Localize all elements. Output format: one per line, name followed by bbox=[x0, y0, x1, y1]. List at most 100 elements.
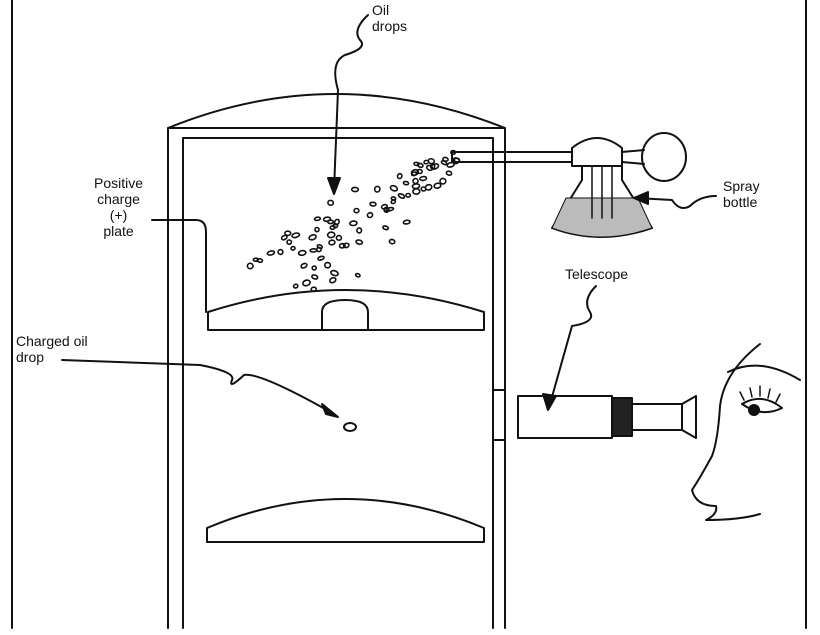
oil-drop bbox=[310, 286, 317, 293]
oil-drop bbox=[389, 184, 399, 192]
oil-drop bbox=[382, 225, 390, 231]
positive-plate-leader bbox=[151, 219, 207, 313]
oil-drop bbox=[308, 233, 317, 241]
observer-pupil bbox=[748, 404, 760, 416]
oil-drop bbox=[356, 227, 363, 234]
telescope-leader bbox=[549, 285, 597, 405]
spray-bottle-cap bbox=[571, 137, 623, 167]
oil-drop bbox=[419, 175, 428, 182]
oil-drop bbox=[328, 239, 336, 246]
oil-drop bbox=[369, 201, 377, 207]
telescope-eyepiece-tube bbox=[631, 403, 683, 431]
oil-drop bbox=[266, 250, 276, 256]
oil-drop bbox=[354, 272, 361, 278]
oil-drop bbox=[311, 274, 319, 280]
plate-hole bbox=[321, 299, 369, 331]
chamber-inner-wall bbox=[182, 137, 494, 629]
spray-bottle-label: Spray bottle bbox=[723, 178, 760, 210]
oil-drop bbox=[297, 249, 307, 257]
telescope-band bbox=[611, 397, 633, 437]
oil-drop bbox=[410, 171, 418, 177]
charged-oil-drop bbox=[343, 422, 357, 432]
oil-drop bbox=[338, 242, 346, 249]
oil-drop bbox=[309, 247, 318, 253]
spray-nozzle bbox=[451, 151, 573, 163]
oil-drops-label: Oil drops bbox=[372, 2, 408, 34]
oil-drops-cloud bbox=[246, 149, 461, 293]
oil-drop bbox=[291, 232, 301, 239]
oil-drop bbox=[326, 231, 336, 239]
oil-drop bbox=[311, 265, 317, 271]
oil-drops-leader bbox=[333, 14, 369, 191]
oil-drop bbox=[256, 257, 264, 264]
oil-drop bbox=[442, 156, 449, 162]
oil-drop bbox=[402, 219, 411, 225]
oil-drop bbox=[324, 261, 332, 269]
oil-drop bbox=[327, 199, 335, 207]
charged-oil-drop-label: Charged oil drop bbox=[16, 333, 88, 365]
oil-drop bbox=[355, 239, 364, 245]
telescope-tube bbox=[517, 395, 613, 439]
oil-drop bbox=[350, 186, 360, 193]
oil-drop bbox=[327, 219, 335, 225]
oil-drop bbox=[450, 149, 457, 156]
oil-drop bbox=[252, 257, 260, 263]
telescope-window bbox=[492, 389, 506, 441]
oil-drop bbox=[424, 183, 433, 191]
oil-drop bbox=[317, 255, 325, 261]
oil-drop bbox=[332, 223, 339, 229]
oil-drop bbox=[388, 238, 396, 245]
chamber-outer-wall bbox=[167, 93, 506, 629]
oil-drop bbox=[402, 180, 410, 186]
lower-plate bbox=[206, 498, 485, 543]
oil-drop bbox=[286, 239, 293, 246]
oil-drop bbox=[290, 245, 296, 251]
oil-drop bbox=[416, 162, 424, 169]
charged-drop-leader bbox=[61, 359, 335, 415]
oil-drop bbox=[280, 234, 288, 241]
oil-drop bbox=[439, 177, 447, 185]
oil-drop bbox=[313, 216, 322, 222]
observer-eyebrow bbox=[727, 364, 801, 381]
telescope-label: Telescope bbox=[565, 266, 629, 282]
oil-drop bbox=[427, 157, 436, 165]
oil-drop bbox=[445, 170, 453, 176]
oil-drop bbox=[328, 276, 337, 284]
oil-drop bbox=[433, 182, 442, 189]
oil-drop bbox=[353, 207, 360, 214]
oil-drop bbox=[349, 220, 358, 227]
charged-drop-arrowhead bbox=[321, 403, 339, 418]
oil-drop bbox=[390, 196, 397, 201]
oil-drop bbox=[246, 262, 254, 270]
oil-drop bbox=[302, 279, 311, 287]
oil-drop bbox=[300, 262, 308, 269]
observer-face bbox=[691, 343, 761, 521]
telescope-eyepiece-cup bbox=[681, 395, 697, 439]
spray-arrowhead bbox=[633, 191, 649, 205]
oil-drop bbox=[335, 234, 343, 242]
oil-drop bbox=[284, 230, 292, 237]
oil-drop bbox=[405, 192, 412, 198]
oil-drop bbox=[292, 283, 299, 289]
observer-lashes bbox=[739, 385, 781, 403]
oil-drop bbox=[366, 211, 374, 219]
oil-drop bbox=[452, 157, 461, 165]
spray-leader bbox=[635, 195, 717, 209]
oil-drop bbox=[277, 248, 284, 256]
oil-drop bbox=[413, 161, 420, 167]
page-border bbox=[11, 0, 807, 629]
oil-drop bbox=[315, 246, 322, 253]
oil-drop bbox=[373, 185, 381, 193]
telescope-arrowhead bbox=[542, 393, 557, 411]
positive-plate bbox=[207, 289, 485, 331]
oil-drops-arrowhead bbox=[327, 177, 341, 195]
oil-drop bbox=[397, 193, 406, 199]
spray-tubes bbox=[591, 165, 613, 219]
positive-plate-label: Positive charge (+) plate bbox=[94, 175, 144, 239]
oil-drop bbox=[416, 168, 423, 175]
oil-drop bbox=[330, 269, 339, 277]
oil-drop bbox=[412, 187, 421, 196]
oil-drop bbox=[396, 172, 403, 180]
